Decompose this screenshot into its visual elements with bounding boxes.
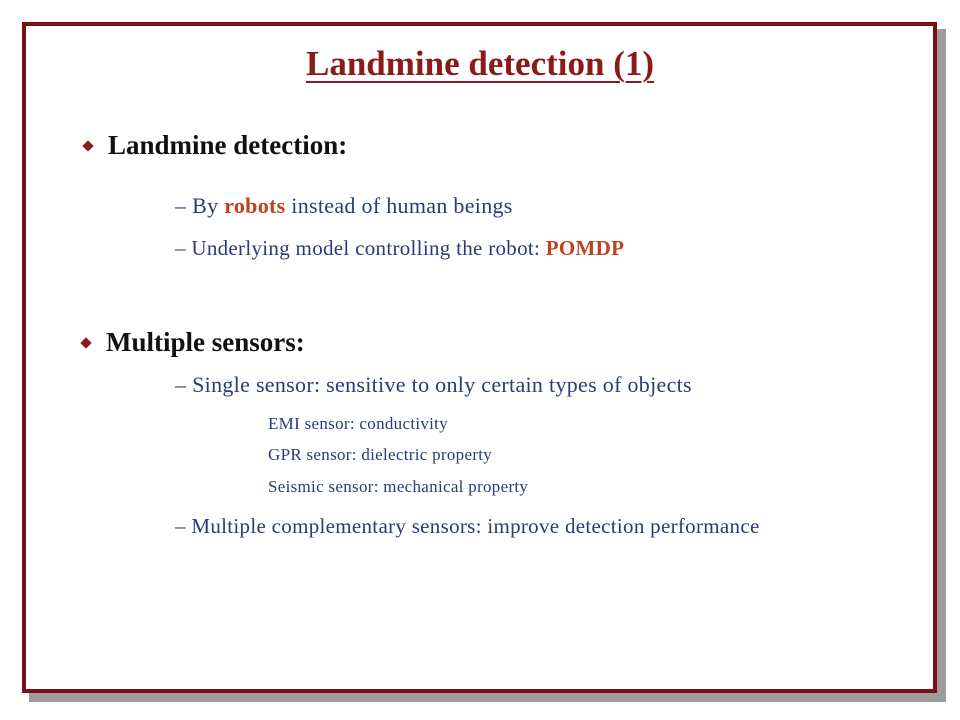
section1-heading: Landmine detection: bbox=[108, 130, 348, 160]
section2-item2: – Multiple complementary sensors: improv… bbox=[175, 514, 760, 539]
section2-item1: – Single sensor: sensitive to only certa… bbox=[175, 372, 692, 398]
slide-title: Landmine detection (1) bbox=[0, 44, 960, 84]
item-text: instead of human beings bbox=[285, 193, 513, 218]
item-text: By bbox=[192, 193, 225, 218]
highlight-text: POMDP bbox=[545, 236, 625, 260]
section1-item1: – By robots instead of human beings bbox=[175, 193, 513, 219]
highlight-text: robots bbox=[224, 193, 286, 218]
sensor-item-seismic: Seismic sensor: mechanical property bbox=[268, 477, 529, 496]
sensor-item-gpr: GPR sensor: dielectric property bbox=[268, 445, 493, 464]
item-text: Underlying model controlling the robot: bbox=[185, 236, 546, 260]
diamond-bullet-icon bbox=[80, 336, 92, 349]
item-text: Multiple complementary sensors: improve … bbox=[185, 514, 760, 538]
diamond-bullet-icon bbox=[82, 139, 94, 152]
section1-bullet-row: Landmine detection: bbox=[82, 130, 348, 161]
dash: – bbox=[175, 514, 186, 538]
dash: – bbox=[175, 236, 186, 260]
section2-bullet-row: Multiple sensors: bbox=[80, 327, 305, 358]
dash: – bbox=[175, 193, 187, 218]
section2-heading: Multiple sensors: bbox=[106, 327, 305, 357]
item-text: Single sensor: sensitive to only certain… bbox=[192, 372, 692, 397]
slide-frame bbox=[22, 22, 937, 693]
section1-item2: – Underlying model controlling the robot… bbox=[175, 236, 624, 261]
dash: – bbox=[175, 372, 187, 397]
slide-title-text: Landmine detection (1) bbox=[305, 44, 655, 83]
sensor-item-emi: EMI sensor: conductivity bbox=[268, 414, 449, 433]
